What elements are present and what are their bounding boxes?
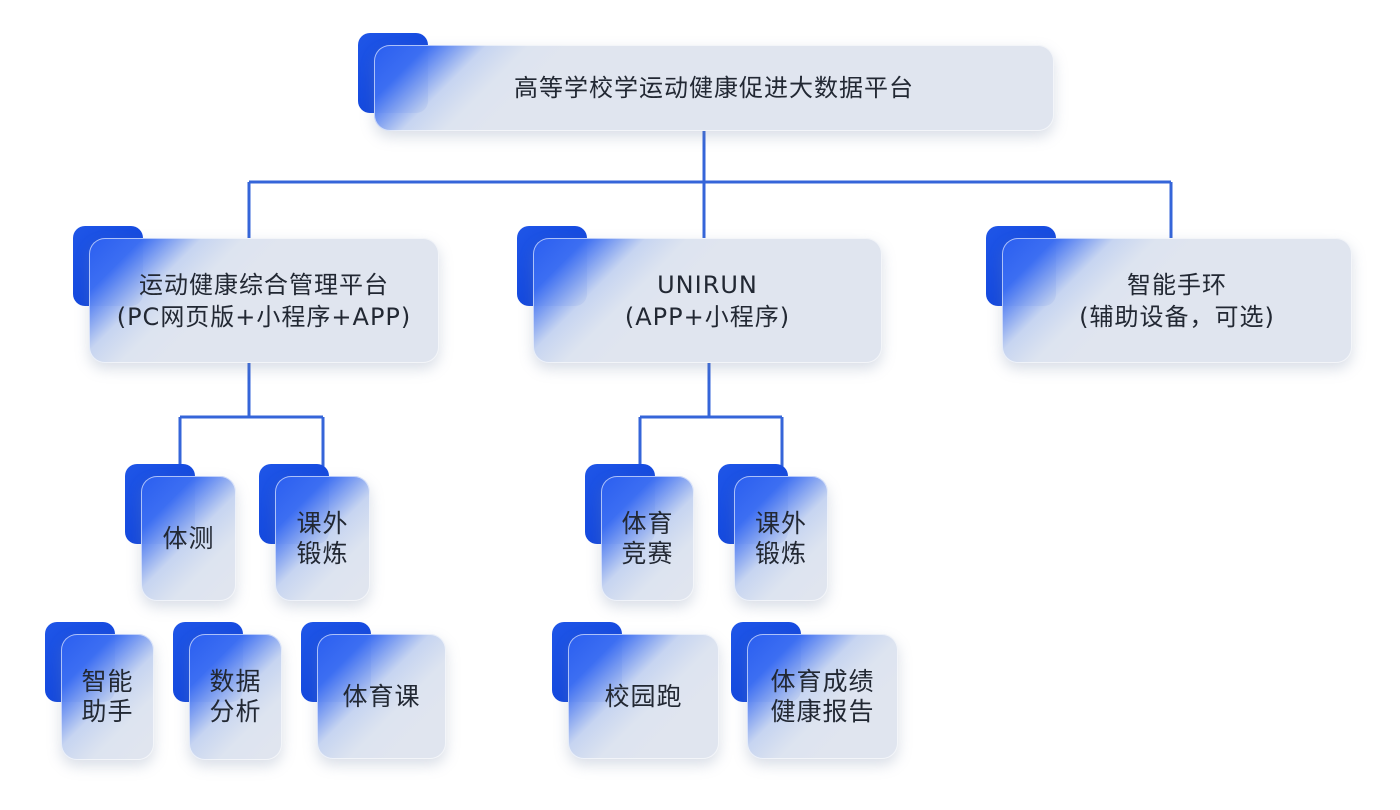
leaf-node-card: 课外 锻炼 [734,476,828,601]
leaf-node-extracurricular-exercise: 课外 锻炼 [259,464,370,601]
leaf-node-label: 智能 助手 [81,667,134,726]
leaf-node-label: 课外 锻炼 [296,508,349,568]
leaf-node-card: 体育成绩 健康报告 [747,634,898,759]
leaf-node-sports-competition: 体育 竞赛 [585,464,694,601]
leaf-node-pe-score-health-report: 体育成绩 健康报告 [731,622,898,759]
branch-node-card: 智能手环 (辅助设备，可选) [1002,238,1352,363]
branch-node-card: 运动健康综合管理平台 (PC网页版+小程序+APP) [89,238,439,363]
leaf-node-card: 数据 分析 [189,634,282,760]
leaf-node-card: 智能 助手 [61,634,154,760]
root-node-card: 高等学校学运动健康促进大数据平台 [374,45,1054,131]
leaf-node-label: 体育成绩 健康报告 [770,666,875,726]
branch-node-card: UNIRUN (APP+小程序) [533,238,882,363]
leaf-node-card: 体育课 [317,634,446,759]
leaf-node-smart-assistant: 智能 助手 [45,622,154,760]
leaf-node-card: 体测 [141,476,236,601]
root-node: 高等学校学运动健康促进大数据平台 [358,33,1054,131]
branch-node-smart-band: 智能手环 (辅助设备，可选) [986,226,1352,363]
branch-node-label: 运动健康综合管理平台 (PC网页版+小程序+APP) [116,270,412,331]
leaf-node-card: 课外 锻炼 [275,476,370,601]
leaf-node-label: 体育 竞赛 [621,508,674,568]
branch-node-label: 智能手环 (辅助设备，可选) [1079,270,1275,331]
leaf-node-label: 校园跑 [604,681,683,711]
branch-node-label: UNIRUN (APP+小程序) [624,270,791,331]
leaf-node-label: 课外 锻炼 [754,508,807,568]
leaf-node-campus-run: 校园跑 [552,622,719,759]
leaf-node-extracurricular-exercise-2: 课外 锻炼 [718,464,828,601]
leaf-node-label: 体测 [162,523,215,553]
leaf-node-fitness-test: 体测 [125,464,236,601]
leaf-node-pe-class: 体育课 [301,622,446,759]
branch-node-management-platform: 运动健康综合管理平台 (PC网页版+小程序+APP) [73,226,439,363]
root-node-label: 高等学校学运动健康促进大数据平台 [514,74,914,102]
leaf-node-label: 数据 分析 [209,667,262,726]
leaf-node-card: 体育 竞赛 [601,476,694,601]
branch-node-unirun: UNIRUN (APP+小程序) [517,226,882,363]
leaf-node-card: 校园跑 [568,634,719,759]
leaf-node-label: 体育课 [342,681,421,711]
leaf-node-data-analysis: 数据 分析 [173,622,282,760]
